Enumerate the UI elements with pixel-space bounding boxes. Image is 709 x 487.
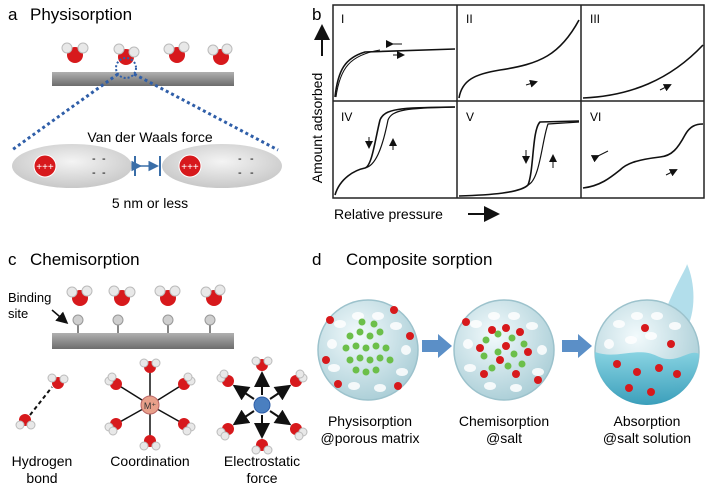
stage-sublabel-absorption: @salt solution — [603, 430, 691, 446]
vdw-force-label: Van der Waals force — [87, 129, 212, 145]
water-molecule — [61, 42, 89, 63]
coordination-label: Coordination — [110, 453, 189, 469]
panel-d-title: Composite sorption — [346, 250, 492, 269]
isotherm-type-6: VI — [582, 110, 704, 189]
hydrogen-bond-label: Hydrogen — [12, 453, 73, 469]
stage-sublabel-physisorption: @porous matrix — [320, 430, 419, 446]
panel-b-letter: b — [312, 5, 321, 24]
metal-ion — [140, 395, 160, 415]
svg-text:+++: +++ — [181, 162, 199, 173]
panel-a-letter: a — [8, 5, 18, 24]
isotherm-label: I — [341, 12, 344, 26]
hydrogen-bond-label: bond — [26, 470, 57, 486]
x-axis-label: Relative pressure — [334, 206, 443, 222]
panel-d: d Composite sorption — [312, 250, 700, 446]
substrate-surface — [52, 333, 234, 349]
stage-label-physisorption: Physisorption — [328, 413, 412, 429]
binding-site — [72, 314, 84, 333]
minus-sign: - — [238, 167, 242, 179]
porous-sphere-chemisorption — [453, 299, 555, 401]
ion — [253, 396, 271, 414]
stage-sublabel-chemisorption: @salt — [486, 430, 522, 446]
isotherm-type-5: V — [458, 110, 580, 197]
porous-sphere-absorption — [594, 264, 700, 405]
panel-c-title: Chemisorption — [30, 250, 140, 269]
minus-sign: - — [238, 153, 242, 165]
distance-label: 5 nm or less — [112, 195, 188, 211]
hydrogen-bond-diagram — [15, 373, 69, 430]
coordination-diagram: M⁺ — [104, 358, 196, 451]
isotherm-type-2: II — [458, 12, 580, 99]
electrostatic-label: force — [246, 470, 277, 486]
isotherm-type-4: IV — [334, 106, 456, 196]
binding-site-label: site — [8, 306, 28, 321]
isotherm-label: IV — [341, 110, 352, 124]
isotherm-label: VI — [590, 110, 601, 124]
panel-c: c Chemisorption Binding site — [8, 250, 308, 486]
minus-sign: - — [102, 153, 106, 165]
binding-site — [162, 314, 174, 333]
isotherm-label: V — [466, 110, 474, 124]
water-molecule — [66, 285, 93, 306]
panel-a-title: Physisorption — [30, 5, 132, 24]
binding-site-label: Binding — [8, 290, 51, 305]
binding-site — [112, 314, 124, 333]
isotherm-type-3: III — [582, 12, 704, 99]
salt-solution — [594, 352, 699, 405]
metal-ion-label: M⁺ — [144, 401, 156, 411]
panel-c-letter: c — [8, 250, 17, 269]
stage-label-chemisorption: Chemisorption — [459, 413, 549, 429]
isotherm-label: III — [590, 12, 600, 26]
electrostatic-label: Electrostatic — [224, 453, 300, 469]
water-molecule — [163, 41, 190, 63]
water-molecule — [108, 285, 136, 306]
electrostatic-diagram — [216, 356, 308, 455]
porous-sphere-physisorption — [317, 299, 419, 401]
zoom-line-left — [11, 72, 119, 152]
minus-sign: - — [250, 153, 254, 165]
panel-d-letter: d — [312, 250, 321, 269]
water-molecule — [154, 285, 181, 306]
minus-sign: - — [92, 153, 96, 165]
minus-sign: - — [102, 167, 106, 179]
isotherm-type-1: I — [334, 12, 456, 98]
isotherm-label: II — [466, 12, 473, 26]
positive-charge-left — [33, 154, 57, 178]
process-arrow — [562, 334, 592, 358]
water-molecule — [200, 284, 226, 306]
stage-label-absorption: Absorption — [614, 413, 681, 429]
binding-site-pointer — [51, 309, 69, 324]
minus-sign: - — [250, 167, 254, 179]
binding-site — [204, 314, 216, 333]
panel-b: b Amount adsorbed Relative pressure I II… — [309, 4, 705, 222]
zoom-circle — [115, 57, 137, 79]
minus-sign: - — [92, 167, 96, 179]
molecule-ellipse-left — [12, 144, 132, 188]
y-axis-label: Amount adsorbed — [309, 73, 325, 184]
substrate-surface — [52, 72, 234, 86]
water-molecule — [207, 43, 233, 65]
water-molecule — [113, 43, 140, 65]
positive-charge-right — [178, 154, 202, 178]
svg-text:+++: +++ — [36, 162, 54, 173]
panel-a: a Physisorption Van der Waals force +++ … — [8, 5, 282, 211]
process-arrow — [422, 334, 452, 358]
